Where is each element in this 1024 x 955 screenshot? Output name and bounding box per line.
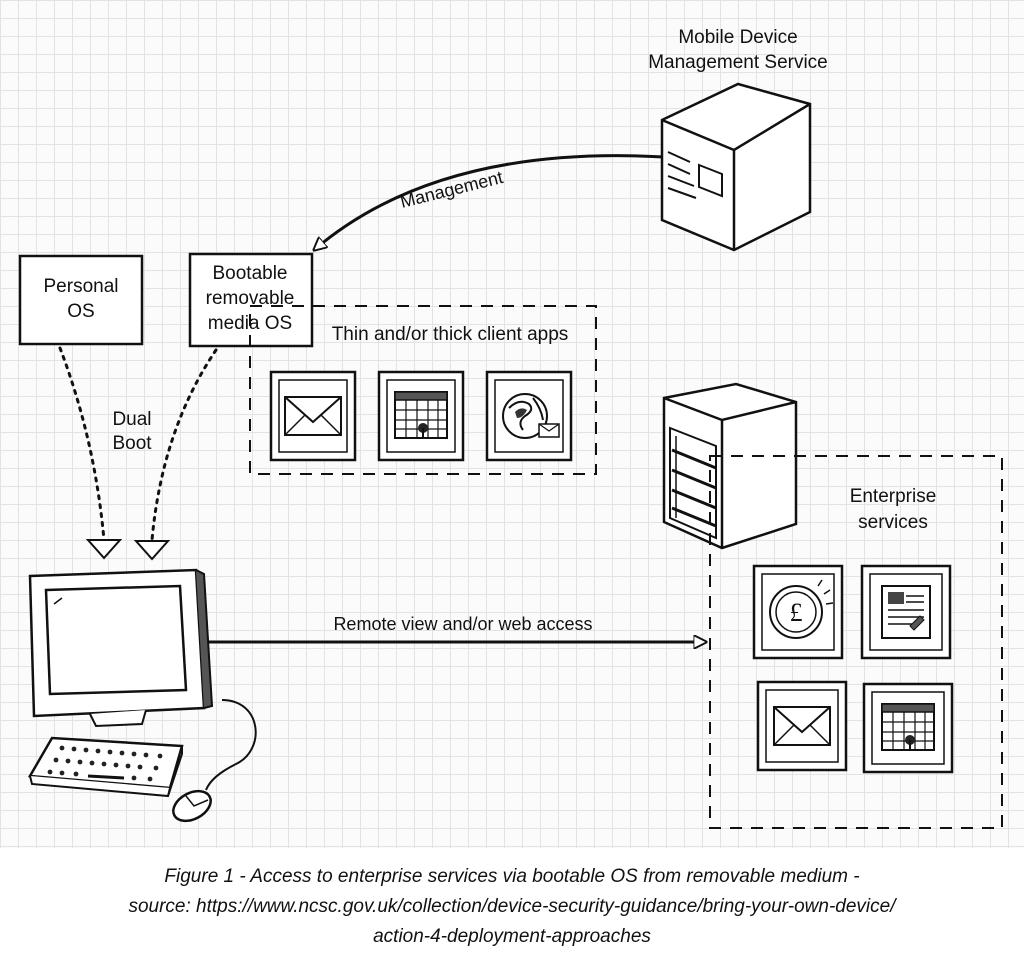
personal-os-line1: Personal (44, 276, 119, 297)
enterprise-label-line2: services (858, 512, 928, 533)
bootable-os-line2: removable (206, 288, 295, 309)
client-apps-label: Thin and/or thick client apps (332, 324, 569, 345)
mouse-icon (172, 699, 257, 823)
enterprise-pound-coin-icon (752, 564, 844, 660)
enterprise-label-line1: Enterprise (850, 486, 937, 507)
dual-boot-line1: Dual (112, 409, 151, 430)
enterprise-server-icon (662, 382, 798, 550)
enterprise-services-group: Enterprise services (709, 455, 1003, 829)
enterprise-document-icon (860, 564, 952, 660)
mdm-label-line1: Mobile Device (678, 27, 797, 48)
client-app-mail-icon (269, 370, 357, 462)
management-label: Management (398, 167, 505, 212)
remote-access-label: Remote view and/or web access (333, 614, 592, 634)
enterprise-mail-icon (756, 680, 848, 772)
caption-line3: action-4-deployment-approaches (373, 926, 651, 947)
management-arrow: Management (314, 154, 665, 250)
personal-os-line2: OS (67, 301, 94, 322)
client-apps-group: Thin and/or thick client apps (249, 305, 597, 475)
dual-boot-label: Dual Boot (112, 409, 152, 454)
mdm-server-icon (660, 82, 812, 252)
keyboard-icon (27, 736, 184, 798)
remote-access-arrow: Remote view and/or web access (204, 614, 706, 642)
bootable-os-line1: Bootable (212, 263, 287, 284)
enterprise-calendar-icon (862, 682, 954, 774)
deployment-diagram: £ Management Mobile Device Management Se… (0, 0, 1024, 848)
dual-boot-line2: Boot (112, 433, 152, 454)
client-app-calendar-icon (377, 370, 465, 462)
computer-icon (27, 568, 257, 823)
caption-line1: Figure 1 - Access to enterprise services… (164, 866, 860, 887)
dual-boot-arrows (58, 346, 218, 561)
personal-os-box: Personal OS (18, 254, 144, 346)
mdm-label-line2: Management Service (648, 52, 828, 73)
bootable-os-box: Bootable removable media OS (188, 252, 314, 348)
figure-caption: Figure 1 - Access to enterprise services… (0, 862, 1024, 952)
caption-line2: source: https://www.ncsc.gov.uk/collecti… (128, 896, 896, 917)
client-app-globe-mail-icon (485, 370, 573, 462)
mdm-label: Mobile Device Management Service (648, 27, 828, 73)
